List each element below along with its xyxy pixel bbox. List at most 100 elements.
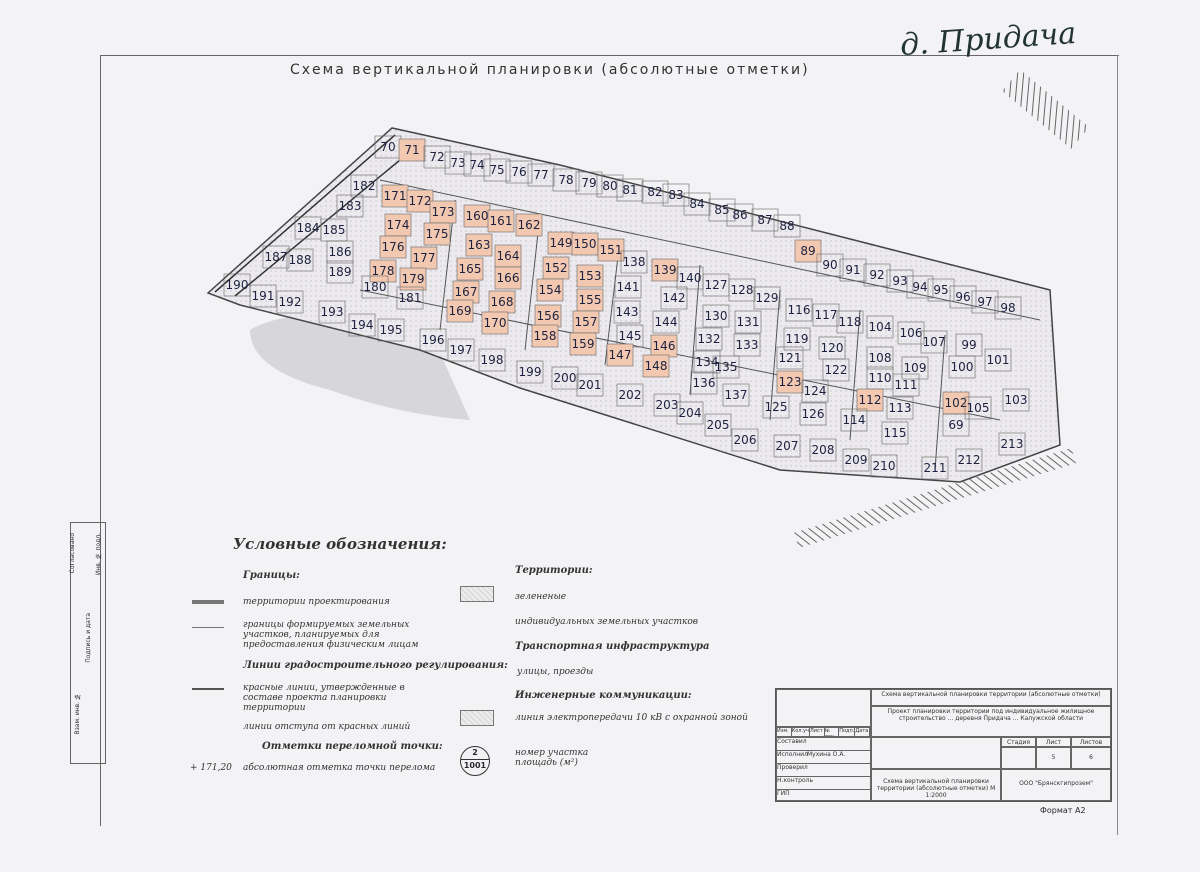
plot-73: 73 [444, 151, 472, 175]
tb-stage-label: Стадия [1001, 737, 1036, 747]
plot-cell [840, 408, 868, 432]
tb-sheet-no: 5 [1036, 747, 1071, 769]
plot-number: 179 [402, 272, 425, 286]
plot-197: 197 [447, 338, 475, 362]
plot-206: 206 [731, 428, 759, 452]
plot-186: 186 [326, 240, 354, 264]
plot-192: 192 [276, 290, 304, 314]
plot-cell [690, 371, 718, 395]
plot-number: 98 [1000, 301, 1015, 315]
breakpoint-sample-value: 171,20 [200, 763, 232, 773]
plot-150: 150 [571, 232, 599, 256]
plot-number: 204 [679, 406, 702, 420]
plot-cell [487, 209, 515, 233]
stamp-approved: Согласовано [69, 533, 76, 574]
plot-77: 77 [527, 163, 555, 187]
plot-number: 80 [602, 179, 617, 193]
plot-number: 164 [497, 249, 520, 263]
plot-cell [616, 178, 644, 202]
plot-159: 159 [569, 332, 597, 356]
plot-179: 179 [399, 267, 427, 291]
tb-sheets-total: 6 [1071, 747, 1111, 769]
plot-number: 110 [869, 371, 892, 385]
plot-cell [886, 396, 914, 420]
plot-cell [726, 203, 754, 227]
plot-cell [552, 168, 580, 192]
plot-cell [447, 338, 475, 362]
plot-number: 151 [600, 243, 623, 257]
legend-breakpoint-sample: + 171,20 [190, 763, 232, 773]
plot-102: 102 [942, 391, 970, 415]
plot-cell [842, 448, 870, 472]
plot-114: 114 [840, 408, 868, 432]
plot-cell [809, 438, 837, 462]
plot-115: 115 [881, 421, 909, 445]
plot-number: 185 [323, 223, 346, 237]
plot-number: 188 [289, 253, 312, 267]
plot-cell [596, 174, 624, 198]
sheet-frame [100, 55, 1119, 826]
plot-number: 90 [822, 258, 837, 272]
plot-167: 167 [452, 280, 480, 304]
plot-cell [614, 275, 642, 299]
plot-98: 98 [994, 296, 1022, 320]
plot-cell [396, 286, 424, 310]
plot-cell [262, 245, 290, 269]
plot-160: 160 [463, 204, 491, 228]
plot-182: 182 [350, 174, 378, 198]
plot-number: 175 [426, 227, 449, 241]
page-title: Схема вертикальной планировки (абсолютны… [290, 62, 810, 78]
plot-number: 119 [786, 332, 809, 346]
tb-sheet-label: Лист [1036, 737, 1071, 747]
plot-number: 211 [924, 461, 947, 475]
plot-cell [641, 180, 669, 204]
plot-79: 79 [575, 171, 603, 195]
plot-103: 103 [1002, 388, 1030, 412]
plot-180: 180 [361, 275, 389, 299]
plot-number: 101 [987, 353, 1010, 367]
revision-grid [776, 689, 871, 727]
plot-number: 195 [380, 323, 403, 337]
plot-183: 183 [336, 194, 364, 218]
plot-91: 91 [839, 258, 867, 282]
plot-number: 92 [869, 268, 884, 282]
tb-sheet-title: Схема вертикальной планировки территории… [871, 689, 1111, 706]
plot-152: 152 [542, 256, 570, 280]
plot-157: 157 [572, 310, 600, 334]
plot-number: 170 [484, 316, 507, 330]
plot-number: 166 [497, 271, 520, 285]
plot-cell [576, 264, 604, 288]
plot-number: 159 [572, 337, 595, 351]
plot-cell [326, 260, 354, 284]
plot-number: 120 [821, 341, 844, 355]
plot-76: 76 [505, 160, 533, 184]
plot-cell [348, 313, 376, 337]
plot-cell [822, 358, 850, 382]
plot-187: 187 [262, 245, 290, 269]
plot-cell [881, 421, 909, 445]
plot-210: 210 [870, 454, 898, 478]
plot-cell [350, 174, 378, 198]
plot-108: 108 [866, 346, 894, 370]
plot-number: 157 [575, 315, 598, 329]
plot-cell [998, 432, 1026, 456]
plot-number: 86 [732, 208, 747, 222]
plot-97: 97 [971, 290, 999, 314]
plot-cell [444, 151, 472, 175]
plot-number: 155 [579, 293, 602, 307]
plot-cell [927, 278, 955, 302]
plot-128: 128 [728, 278, 756, 302]
plot-89: 89 [794, 239, 822, 263]
plot-number: 108 [869, 351, 892, 365]
plot-101: 101 [984, 348, 1012, 372]
tb-col-header: Изм. [777, 728, 792, 736]
plot-cell [377, 318, 405, 342]
plot-135: 135 [712, 355, 740, 379]
plot-207: 207 [773, 434, 801, 458]
plot-124: 124 [801, 379, 829, 403]
legend-territory-design: территории проектирования [243, 597, 390, 607]
plot-85: 85 [708, 198, 736, 222]
